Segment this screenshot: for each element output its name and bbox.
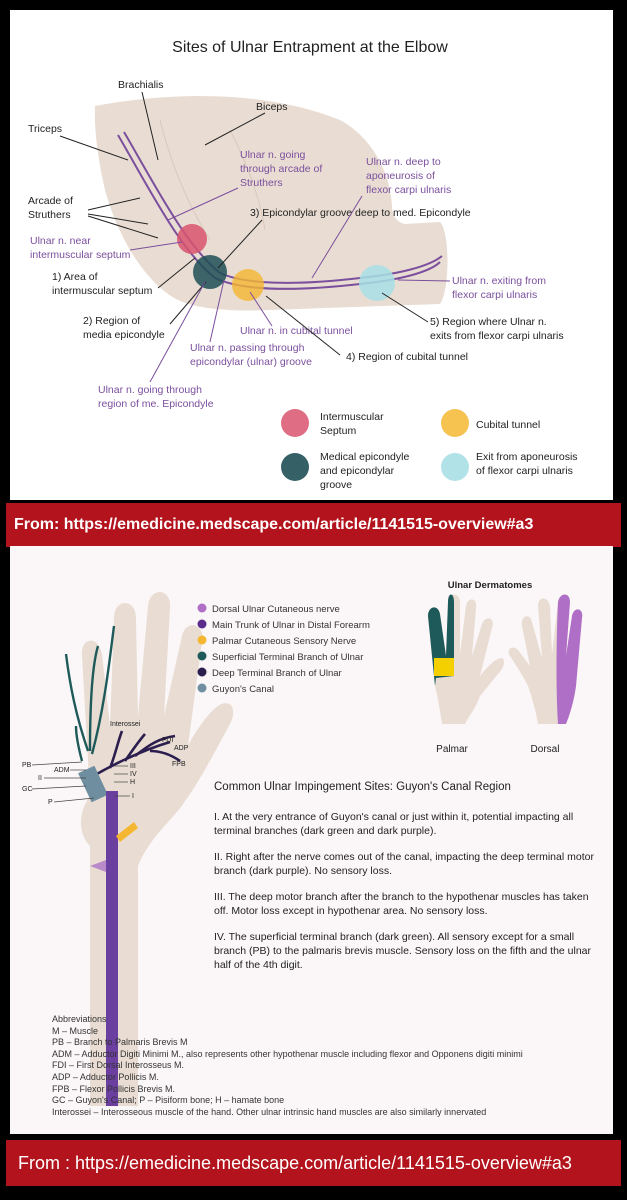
sites-heading: Common Ulnar Impingement Sites: Guyon's …: [214, 781, 511, 793]
dermatomes-title: Ulnar Dermatomes: [448, 580, 532, 591]
source-link-top[interactable]: From: https://emedicine.medscape.com/art…: [14, 516, 534, 533]
site-septum: [177, 224, 207, 254]
guyons-canal: [78, 765, 108, 803]
hand-label-interossei: Interossei: [110, 721, 141, 728]
dermatome-label-dorsal: Dorsal: [531, 744, 560, 755]
hand-legend-main-trunk: Main Trunk of Ulnar in Distal Forearm: [212, 620, 370, 631]
hand-legend-deep: Deep Terminal Branch of Ulnar: [212, 668, 342, 679]
label-going-me-1: Ulnar n. going through: [98, 384, 202, 396]
label-arcade-1: Arcade of: [28, 195, 73, 207]
label-deep-2: aponeurosis of: [366, 170, 435, 182]
elbow-diagram: Sites of Ulnar Entrapment at the Elbow B…: [28, 39, 578, 491]
label-area-2: intermuscular septum: [52, 285, 153, 297]
label-exits-1: 5) Region where Ulnar n.: [430, 316, 547, 328]
label-going-me-2: region of me. Epicondyle: [98, 398, 214, 410]
site-3: III. The deep motor branch after the bra…: [214, 891, 589, 917]
label-biceps: Biceps: [256, 101, 288, 113]
label-brachialis: Brachialis: [118, 79, 164, 91]
label-struthers-1: Ulnar n. going: [240, 149, 306, 161]
abbr-line: ADP – Adductor Pollicis M.: [52, 1071, 159, 1082]
hand-label-fdi: FDI: [162, 737, 173, 744]
source-link-bottom[interactable]: From : https://emedicine.medscape.com/ar…: [18, 1152, 572, 1173]
legend-medical-2: and epicondylar: [320, 465, 395, 477]
arm-silhouette: [94, 95, 448, 311]
abbr-line: FPB – Flexor Pollicis Brevis M.: [52, 1083, 176, 1094]
legend-exit-2: of flexor carpi ulnaris: [476, 465, 573, 477]
hand-label-ii: II: [38, 775, 42, 782]
abbr-line: FDI – First Dorsal Interosseus M.: [52, 1060, 185, 1071]
legend-cubital: Cubital tunnel: [476, 419, 540, 431]
impingement-sites: Common Ulnar Impingement Sites: Guyon's …: [214, 780, 594, 984]
source-banner-top: From: https://emedicine.medscape.com/art…: [6, 503, 621, 547]
dermatome-label-palmar: Palmar: [436, 744, 468, 755]
abbr-line: M – Muscle: [52, 1025, 99, 1036]
hand-label-iii: III: [130, 763, 136, 770]
elbow-panel: Sites of Ulnar Entrapment at the Elbow B…: [10, 10, 613, 500]
label-exits-2: exits from flexor carpi ulnaris: [430, 330, 564, 342]
hand-legend-palmar-cutaneous: Palmar Cutaneous Sensory Nerve: [212, 636, 356, 647]
legend-exit-swatch: [441, 453, 469, 481]
label-struthers-2: through arcade of: [240, 163, 322, 175]
site-epicondyle: [193, 255, 227, 289]
hand-label-adp: ADP: [174, 745, 189, 752]
hand-label-p: P: [48, 799, 53, 806]
elbow-title: Sites of Ulnar Entrapment at the Elbow: [172, 39, 448, 56]
legend-medical-3: groove: [320, 479, 352, 491]
label-near-2: intermuscular septum: [30, 249, 131, 261]
hand-label-h: H: [130, 779, 135, 786]
hand-silhouette: [80, 591, 234, 1106]
hand-label-pb: PB: [22, 762, 32, 769]
hand-label-fpb: FPB: [172, 761, 186, 768]
site-1: I. At the very entrance of Guyon's canal…: [214, 811, 574, 837]
hand-legend-dorsal-cutaneous: Dorsal Ulnar Cutaneous nerve: [212, 604, 340, 615]
dermatome-palmar-hand: [428, 594, 505, 724]
label-struthers-3: Struthers: [240, 177, 283, 189]
label-triceps: Triceps: [28, 123, 62, 135]
site-cubital: [232, 269, 264, 301]
abbr-line: ADM – Adductor Digiti Minimi M., also re…: [52, 1048, 523, 1059]
label-region-2: media epicondyle: [83, 329, 165, 341]
abbr-line: PB – Branch to Palmaris Brevis M: [52, 1037, 188, 1048]
label-epicondylar-groove: 3) Epicondylar groove deep to med. Epico…: [250, 207, 471, 219]
legend-septum-2: Septum: [320, 425, 356, 437]
hand-label-adm: ADM: [54, 767, 70, 774]
label-area-1: 1) Area of: [52, 271, 98, 283]
legend-exit-1: Exit from aponeurosis: [476, 451, 578, 463]
legend-cubital-swatch: [441, 409, 469, 437]
site-4: IV. The superficial terminal branch (dar…: [214, 931, 592, 971]
label-passing-1: Ulnar n. passing through: [190, 342, 305, 354]
label-passing-2: epicondylar (ulnar) groove: [190, 356, 312, 368]
abbreviations: Abbreviations M – Muscle PB – Branch to …: [52, 1014, 592, 1118]
site-2: II. Right after the nerve comes out of t…: [214, 851, 594, 877]
label-deep-3: flexor carpi ulnaris: [366, 184, 451, 196]
hand-diagram: Interossei FDI ADP FPB PB ADM II GC P II…: [22, 580, 583, 1106]
main-trunk: [106, 791, 118, 1106]
label-cubital: Ulnar n. in cubital tunnel: [240, 325, 353, 337]
legend-septum-1: Intermuscular: [320, 411, 384, 423]
label-region-1: 2) Region of: [83, 315, 140, 327]
abbr-line: GC – Guyon's Canal; P – Pisiform bone; H…: [52, 1095, 285, 1106]
abbr-line: Abbreviations: [52, 1014, 107, 1024]
hand-panel: Interossei FDI ADP FPB PB ADM II GC P II…: [10, 546, 613, 1134]
source-banner-bottom: From : https://emedicine.medscape.com/ar…: [6, 1140, 621, 1186]
label-near-1: Ulnar n. near: [30, 235, 91, 247]
label-region-cubital: 4) Region of cubital tunnel: [346, 351, 468, 363]
hand-label-gc: GC: [22, 786, 33, 793]
hand-legend-superficial: Superficial Terminal Branch of Ulnar: [212, 652, 363, 663]
site-exit: [359, 265, 395, 301]
abbr-line: Interossei – Interosseous muscle of the …: [52, 1106, 487, 1117]
label-deep-1: Ulnar n. deep to: [366, 156, 441, 168]
legend-epicondyle-swatch: [281, 453, 309, 481]
hand-legend-guyons-canal: Guyon's Canal: [212, 684, 274, 695]
label-arcade-2: Struthers: [28, 209, 71, 221]
hand-label-iv: IV: [130, 771, 137, 778]
label-exiting-2: flexor carpi ulnaris: [452, 289, 537, 301]
hand-label-i: I: [132, 793, 134, 800]
legend-septum-swatch: [281, 409, 309, 437]
label-exiting-1: Ulnar n. exiting from: [452, 275, 546, 287]
legend-medical-1: Medical epicondyle: [320, 451, 409, 463]
